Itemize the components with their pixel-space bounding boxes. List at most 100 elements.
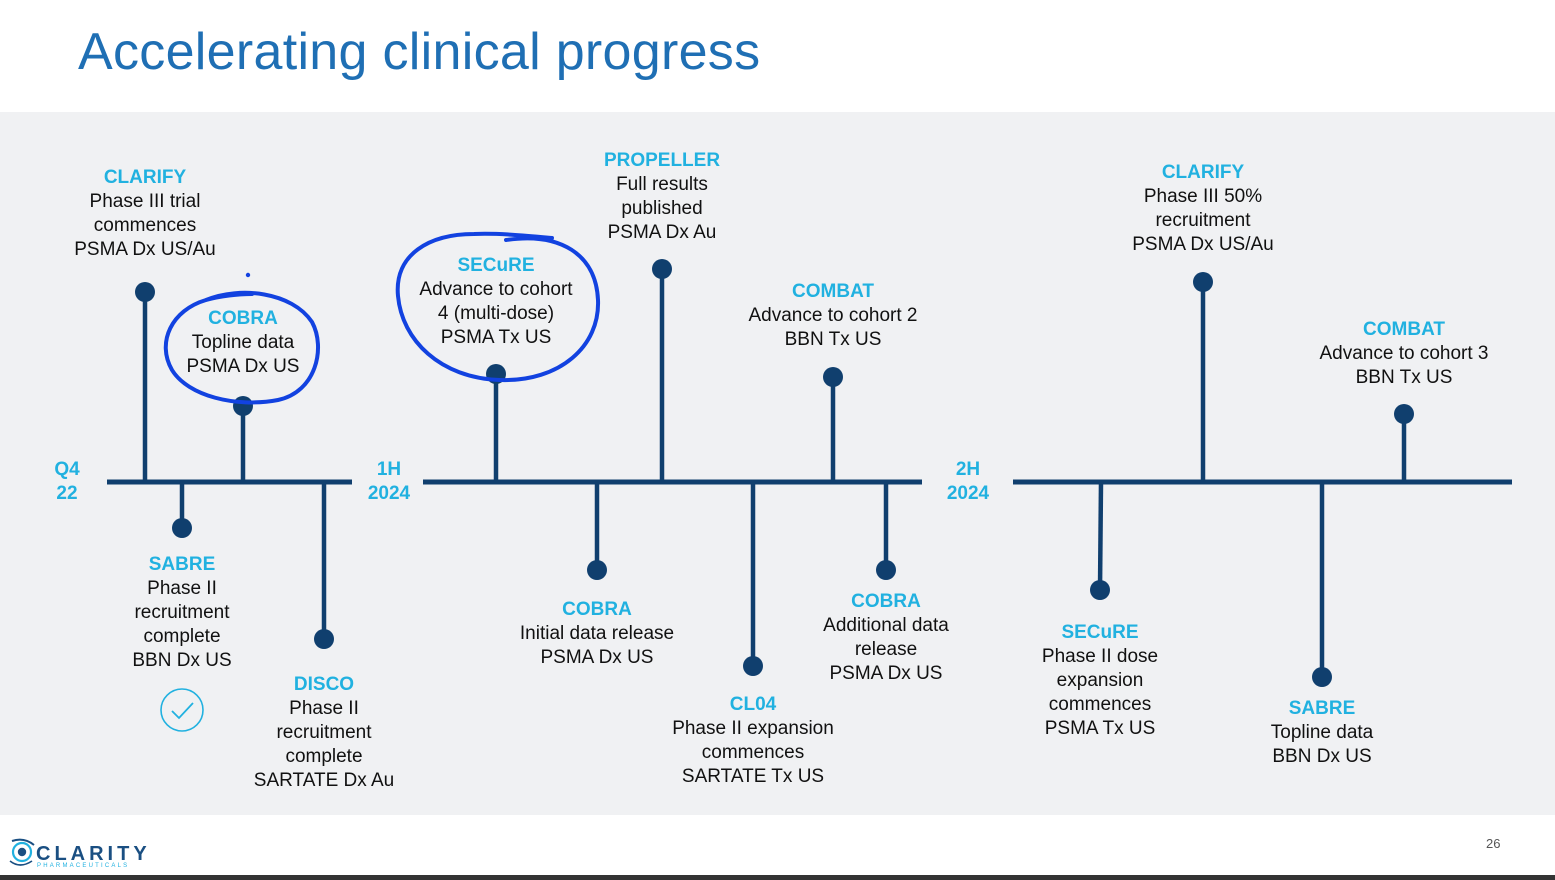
milestone-dot-cl04-9 [743,656,763,676]
milestone-detail-line: Phase II [289,698,359,719]
milestone-detail-line: recruitment [134,602,230,623]
milestone-name: COBRA [562,599,632,620]
milestone-dot-sabre-3 [172,518,192,538]
milestone-detail-line: recruitment [276,722,372,743]
milestone-detail-line: Initial data release [519,623,675,644]
slide-title: Accelerating clinical progress [78,23,761,81]
milestone-label-combat-12: COMBAT Advance to cohort 3 BBN Tx US [1320,318,1489,390]
milestone-detail-line: PSMA Dx US/Au [1132,234,1274,255]
milestone-detail-line: Phase II expansion [672,718,834,739]
milestone-detail-line: Phase II dose [1041,646,1159,667]
logo-wordmark: CLARITY [36,843,151,865]
period-label-line1: 2H [955,459,981,480]
milestone-dot-combat-7 [823,367,843,387]
milestone-detail-line: SARTATE Dx Au [253,770,395,791]
milestone-name: CLARIFY [1161,162,1245,183]
milestone-detail-line: BBN Tx US [1355,367,1453,388]
period-label: 1H 2024 [368,458,410,506]
milestone-detail-line: expansion [1056,670,1144,691]
logo-tagline: PHARMACEUTICALS [37,863,130,869]
milestone-detail-line: Full results [616,174,708,195]
milestone-detail-line: PSMA Dx US [540,647,654,668]
milestone-detail-line: BBN Tx US [784,329,882,350]
completed-check-icon [160,688,204,732]
milestone-dot-cobra-8 [587,560,607,580]
milestone-dot-secure-13 [1090,580,1110,600]
milestone-detail-line: SARTATE Tx US [681,766,825,787]
period-label-line1: Q4 [54,459,80,480]
milestone-detail-line: published [621,198,703,219]
milestone-dot-sabre-14 [1312,667,1332,687]
milestone-detail-line: PSMA Dx US/Au [74,239,216,260]
timeline-panel [0,112,1555,815]
milestone-detail-line: PSMA Tx US [440,327,552,348]
milestone-detail-line: PSMA Tx US [1044,718,1156,739]
milestone-name: CLARIFY [103,167,187,188]
milestone-dot-cobra-10 [876,560,896,580]
milestone-detail-line: recruitment [1155,210,1251,231]
milestone-detail-line: Topline data [1270,722,1374,743]
milestone-name: SABRE [148,554,216,575]
milestone-dot-clarify-11 [1193,272,1213,292]
milestone-name: PROPELLER [603,150,721,171]
bottom-bar [0,875,1555,880]
milestone-detail-line: PSMA Dx US [186,356,300,377]
milestone-detail-line: complete [285,746,363,767]
milestone-label-combat-7: COMBAT Advance to cohort 2 BBN Tx US [749,280,918,352]
milestone-detail-line: release [854,639,918,660]
milestone-name: DISCO [293,674,355,695]
clarity-logo-icon [9,838,35,866]
milestone-detail-line: Topline data [191,332,295,353]
milestone-detail-line: PSMA Dx US [829,663,943,684]
period-label-line1: 1H [376,459,402,480]
milestone-detail-line: Advance to cohort 3 [1319,343,1489,364]
milestone-label-secure-5: SECuRE Advance to cohort 4 (multi-dose) PSM… [419,254,572,350]
checkmark-icon [171,702,194,720]
milestone-name: COMBAT [1363,319,1445,340]
milestone-detail-line: commences [701,742,805,763]
milestone-name: COBRA [208,308,278,329]
milestone-detail-line: commences [1048,694,1152,715]
milestone-detail-line: Advance to cohort [419,279,573,300]
period-label-line2: 22 [56,483,78,504]
hand-drawn-circle-annotation [395,231,601,383]
milestone-stem-secure-13 [1097,481,1104,591]
milestone-detail-line: BBN Dx US [1272,746,1372,767]
milestone-name: SECuRE [1061,622,1139,643]
page-number: 26 [1486,836,1501,851]
milestone-detail-line: Phase III trial [89,191,201,212]
milestone-dot-propeller-6 [652,259,672,279]
milestone-detail-line: 4 (multi-dose) [437,303,555,324]
milestone-name: CL04 [729,694,777,715]
milestone-detail-line: PSMA Dx Au [607,222,717,243]
milestone-dot-combat-12 [1394,404,1414,424]
milestone-detail-line: commences [93,215,197,236]
milestone-name: COBRA [851,591,921,612]
milestone-detail-line: complete [143,626,221,647]
milestone-detail-line: Additional data [823,615,949,636]
period-label-line2: 2024 [367,483,411,504]
milestone-dot-cobra-2 [233,396,253,416]
period-label: 2H 2024 [947,458,989,506]
hand-drawn-circle-annotation [163,290,321,405]
milestone-detail-line: Phase III 50% [1143,186,1263,207]
period-label-line2: 2024 [946,483,990,504]
milestone-detail-line: Advance to cohort 2 [748,305,918,326]
milestone-detail-line: BBN Dx US [132,650,232,671]
milestone-name: COMBAT [792,281,874,302]
annotation-dot [245,272,251,278]
milestone-name: SECuRE [457,255,535,276]
milestone-dot-clarify-1 [135,282,155,302]
milestone-dot-disco-4 [314,629,334,649]
